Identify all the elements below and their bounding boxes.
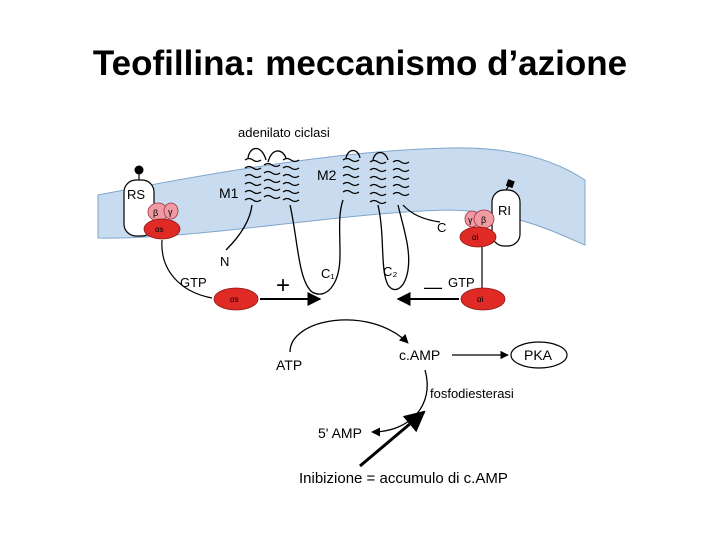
amp5-label: 5' AMP: [318, 425, 362, 441]
inhibitor-square: [505, 179, 515, 189]
plus-sign: +: [276, 272, 290, 299]
cell-membrane: [97, 147, 586, 246]
gtp-left-label: GTP: [180, 275, 207, 290]
c-terminus-tail: [402, 204, 441, 223]
ri-label: RI: [498, 203, 511, 218]
n-terminus-tail: [225, 204, 253, 251]
gs-protein: [143, 202, 181, 240]
m1-label: M1: [219, 185, 239, 201]
c1-label: C₁: [321, 266, 335, 281]
agonist-dot: [134, 165, 144, 175]
gs-beta-label: β: [153, 208, 158, 218]
m1-transmembrane-helices: [244, 147, 300, 203]
alpha-i-subunit: [460, 287, 506, 311]
n-terminus-label: N: [220, 254, 229, 269]
c2-loop: [377, 204, 410, 291]
gi-alpha-label: αi: [472, 233, 479, 242]
minus-sign: —: [424, 277, 442, 297]
caption: Inibizione = accumulo di c.AMP: [299, 470, 508, 487]
inhibitory-receptor: [491, 179, 521, 247]
enzyme-label: adenilato ciclasi: [238, 125, 330, 140]
gs-gamma-label: γ: [168, 207, 173, 217]
c-terminus-label: C: [437, 220, 446, 235]
m2-label: M2: [317, 167, 337, 183]
slide-title: Teofillina: meccanismo d’azione: [92, 44, 628, 83]
gi-protein: [459, 209, 497, 248]
alpha-i-free-label: αi: [477, 295, 484, 304]
gs-to-alpha-curve: [161, 239, 213, 299]
pka-label: PKA: [524, 347, 553, 363]
pka-oval: [510, 341, 568, 369]
gi-beta-label: β: [481, 215, 486, 225]
alpha-s-subunit: [213, 287, 259, 311]
inhibition-pointer-arrow: [359, 410, 426, 468]
camp-to-amp-arc: [371, 369, 428, 437]
c2-label: C₂: [383, 264, 397, 279]
camp-label: c.AMP: [399, 347, 440, 363]
gi-gamma-label: γ: [468, 215, 473, 225]
alpha-s-free-label: αs: [230, 295, 239, 304]
rs-label: RS: [127, 187, 145, 202]
c1-loop: [289, 199, 344, 295]
atp-to-camp-arc: [289, 319, 409, 353]
atp-label: ATP: [276, 357, 302, 373]
phosphodiesterase-label: fosfodiesterasi: [430, 386, 514, 401]
gtp-right-label: GTP: [448, 275, 475, 290]
m2-transmembrane-helices: [342, 149, 410, 205]
gs-alpha-label: αs: [155, 225, 164, 234]
